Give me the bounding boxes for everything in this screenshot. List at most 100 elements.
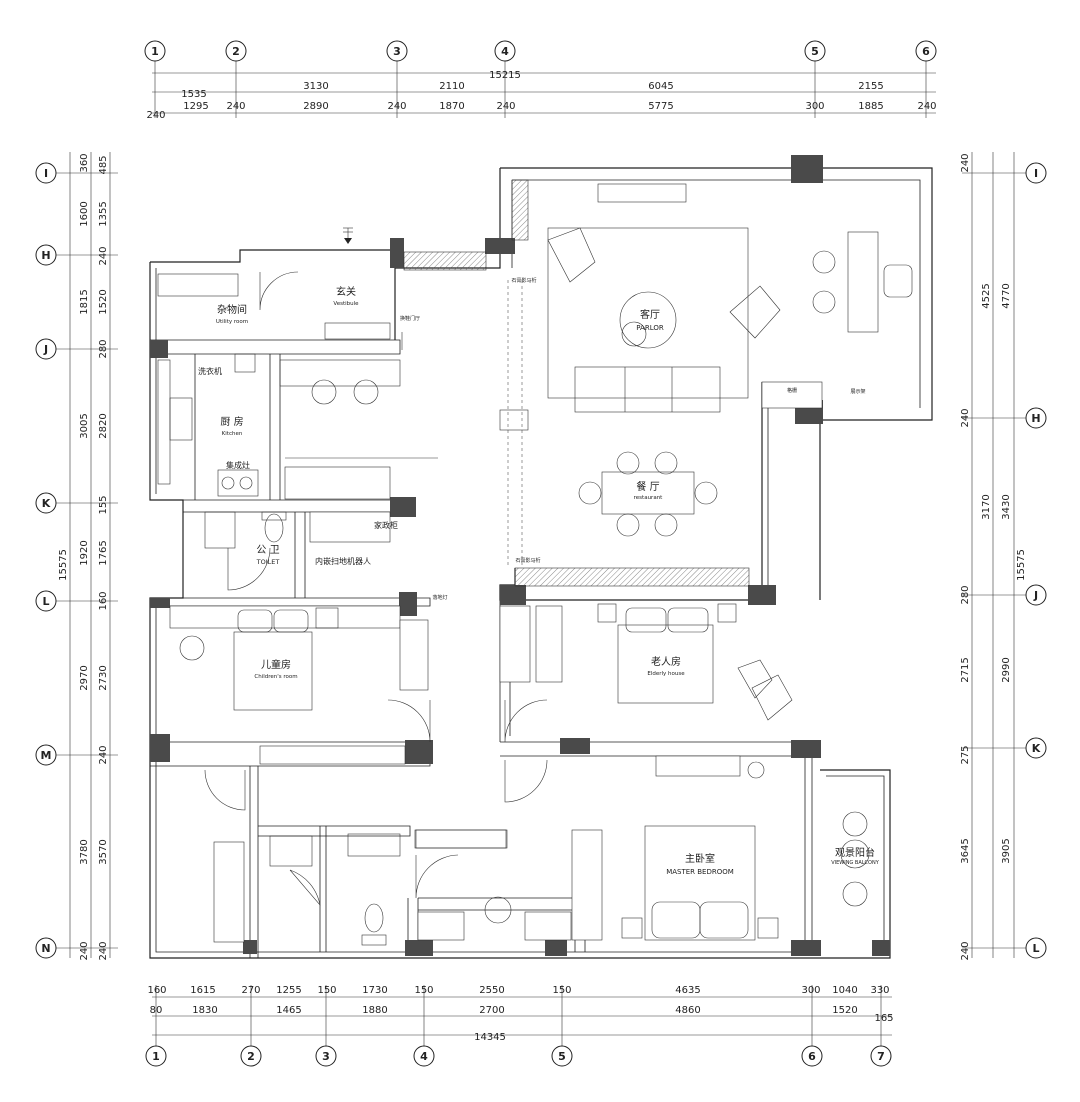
label-shoe-cabinet: 换鞋门厅 — [400, 315, 420, 322]
svg-text:N: N — [41, 942, 50, 955]
right-axis-L: L — [1025, 937, 1047, 959]
right-axis-H: H — [1025, 407, 1047, 429]
svg-text:5: 5 — [811, 45, 819, 58]
left-outer-2: 1815 — [79, 289, 90, 314]
room-toilet-cn: 公 卫 — [256, 545, 279, 556]
bottom-axis-7: 7 — [870, 1045, 892, 1067]
bottom-dim-r1-3: 1255 — [276, 985, 301, 996]
room-utility-cn: 杂物间 — [217, 303, 247, 316]
left-outer-1: 1600 — [79, 201, 90, 226]
left-inner-7: 1765 — [98, 540, 109, 565]
fixture-labels: 洗衣机 集成灶 换鞋门厅 内嵌扫地机器人 家政柜 石膏影马桁 石膏影马桁 落地灯… — [198, 277, 866, 601]
right-dimension-group: 15575 240 4770 3430 2990 3905 4525 240 3… — [960, 152, 1027, 961]
label-plants: 格栅 — [787, 387, 797, 394]
bottom-dim-r1-7: 2550 — [479, 985, 504, 996]
bottom-axis-5: 5 — [551, 1045, 573, 1067]
left-axis-N: N — [35, 937, 57, 959]
label-glass-bot: 石膏影马桁 — [515, 557, 540, 564]
left-inner-5: 2820 — [98, 413, 109, 438]
right-inner-8: 240 — [960, 941, 971, 960]
room-parlor-cn: 客厅 — [640, 308, 660, 321]
left-axis-M: M — [35, 744, 57, 766]
right-axis-J: J — [1025, 584, 1047, 606]
top-dimension-group: 15215 1535 3130 2110 6045 2155 240 1295 … — [146, 61, 937, 121]
bottom-dim-r1-12: 330 — [870, 985, 889, 996]
left-inner-8: 160 — [98, 591, 109, 610]
right-outer-4: 3905 — [1001, 838, 1012, 863]
svg-text:5: 5 — [558, 1050, 566, 1063]
svg-text:K: K — [1032, 742, 1041, 755]
right-axis-K: K — [1025, 737, 1047, 759]
label-glass-top: 石膏影马桁 — [511, 277, 536, 284]
svg-text:1: 1 — [152, 1050, 160, 1063]
bottom-dim-r1-8: 150 — [552, 985, 571, 996]
top-dim-r1-3: 6045 — [648, 81, 673, 92]
right-inner-5: 2715 — [960, 657, 971, 682]
room-master-cn: 主卧室 — [685, 852, 715, 865]
doors — [204, 271, 548, 907]
master-room-furniture — [414, 761, 779, 941]
room-restaurant-cn: 餐 厅 — [636, 480, 659, 493]
label-lamp: 落地灯 — [432, 594, 447, 601]
room-vestibule-cn: 玄关 — [336, 285, 356, 298]
room-children-en: Children's room — [254, 674, 297, 680]
right-inner-4: 280 — [960, 585, 971, 604]
top-dim-r2-1: 1295 — [183, 101, 208, 112]
left-inner-6: 155 — [98, 495, 109, 514]
left-inner-2: 240 — [98, 246, 109, 265]
left-inner-11: 3570 — [98, 839, 109, 864]
structural-columns — [150, 155, 890, 956]
right-outer-3: 2990 — [1001, 657, 1012, 682]
bottom-dim-r1-11: 1040 — [832, 985, 857, 996]
svg-text:M: M — [41, 749, 52, 762]
top-dim-r2-0: 240 — [146, 110, 165, 121]
right-inner-7: 3645 — [960, 838, 971, 863]
bottom-axis-4: 4 — [413, 1045, 435, 1067]
right-outer-0: 240 — [960, 153, 971, 172]
bottom-dim-r1-0: 160 — [147, 985, 166, 996]
left-total-dim: 15575 — [58, 549, 69, 581]
right-inner-2: 240 — [960, 408, 971, 427]
bottom-dim-r2-5: 4860 — [675, 1005, 700, 1016]
bottom-dim-r1-1: 1615 — [190, 985, 215, 996]
left-outer-3: 3005 — [79, 413, 90, 438]
bottom-dim-r1-10: 300 — [801, 985, 820, 996]
room-balcony-cn: 观景阳台 — [835, 846, 875, 859]
bottom-axis-6: 6 — [801, 1045, 823, 1067]
top-dim-r2-6: 240 — [496, 101, 515, 112]
left-dimension-group: 15575 360 1600 1815 3005 1920 2970 3780 … — [56, 152, 118, 961]
svg-text:J: J — [1033, 589, 1038, 602]
svg-text:1: 1 — [151, 45, 159, 58]
top-axis-6: 6 — [915, 40, 937, 62]
room-parlor-en: PARLOR — [636, 324, 664, 332]
bottom-axis-3: 3 — [315, 1045, 337, 1067]
top-axis-5: 5 — [804, 40, 826, 62]
left-axis-L: L — [35, 590, 57, 612]
right-inner-1: 4525 — [981, 283, 992, 308]
room-vestibule-en: Vestibule — [333, 301, 359, 307]
bottom-dim-r1-4: 150 — [317, 985, 336, 996]
right-outer-1: 4770 — [1001, 283, 1012, 308]
room-kitchen-cn: 厨 房 — [220, 415, 243, 428]
top-dim-r1-1: 3130 — [303, 81, 328, 92]
bottom-axis-2: 2 — [240, 1045, 262, 1067]
right-inner-6: 275 — [960, 745, 971, 764]
label-robot: 内嵌扫地机器人 — [315, 556, 371, 566]
top-axis-2: 2 — [225, 40, 247, 62]
label-washer: 洗衣机 — [198, 366, 222, 376]
bottom-dim-r2-1: 1830 — [192, 1005, 217, 1016]
svg-text:7: 7 — [877, 1050, 885, 1063]
room-elderly-en: Elderly house — [647, 671, 685, 677]
top-dim-r1-2: 2110 — [439, 81, 464, 92]
left-axis-J: J — [35, 338, 57, 360]
top-dim-r2-3: 2890 — [303, 101, 328, 112]
built-in-cabinets — [157, 179, 823, 943]
bottom-dim-r1-9: 4635 — [675, 985, 700, 996]
svg-text:K: K — [42, 497, 51, 510]
svg-text:L: L — [42, 595, 49, 608]
left-outer-5: 2970 — [79, 665, 90, 690]
right-total-dim: 15575 — [1016, 549, 1027, 581]
bathroom-fixtures — [204, 511, 401, 946]
top-axis-3: 3 — [386, 40, 408, 62]
left-inner-4: 280 — [98, 339, 109, 358]
